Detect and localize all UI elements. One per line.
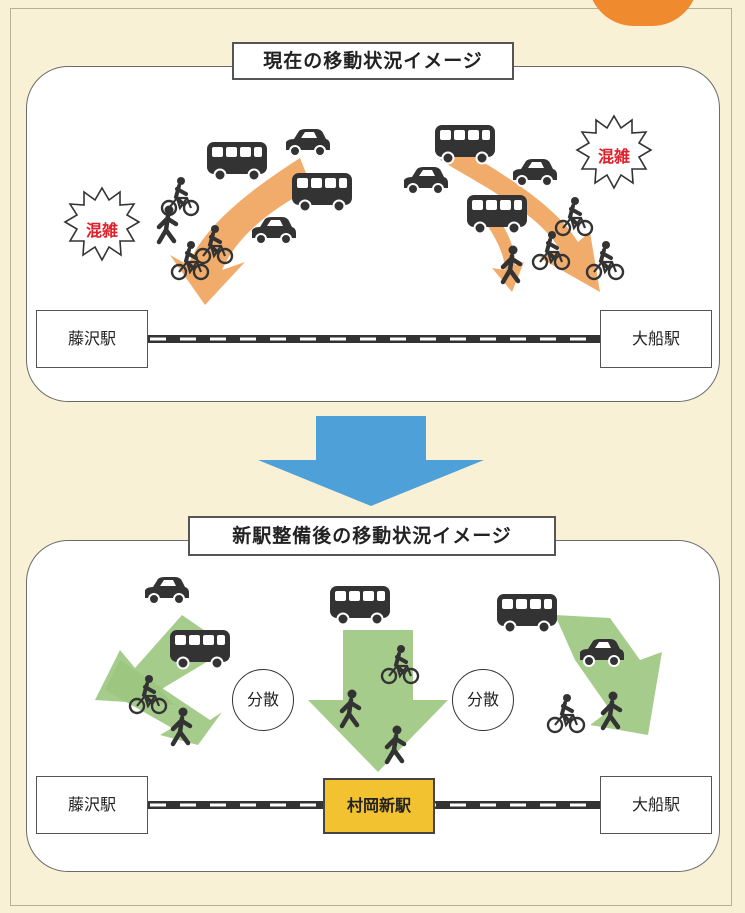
disperse-badge-left: 分散 xyxy=(232,669,294,731)
congestion-label-left: 混雑 xyxy=(85,221,118,240)
congestion-label-right: 混雑 xyxy=(597,147,630,166)
bus-icon xyxy=(329,585,391,626)
railway-line-top xyxy=(148,335,600,343)
car-icon xyxy=(403,166,449,195)
bus-icon xyxy=(496,593,558,634)
bus-icon xyxy=(206,141,268,182)
green-arrow-center xyxy=(308,630,448,772)
car-icon xyxy=(144,576,190,605)
outer-frame xyxy=(10,8,732,906)
green-arrow-right xyxy=(555,615,662,735)
station-ofuna-top: 大船駅 xyxy=(600,310,712,368)
station-fujisawa-top: 藤沢駅 xyxy=(36,310,148,368)
station-muraoka-new: 村岡新駅 xyxy=(323,778,435,834)
disperse-badge-right: 分散 xyxy=(452,669,514,731)
car-icon xyxy=(512,158,558,187)
station-fujisawa-bottom: 藤沢駅 xyxy=(36,776,148,834)
bus-icon xyxy=(291,172,353,213)
station-ofuna-bottom: 大船駅 xyxy=(600,776,712,834)
future-situation-heading: 新駅整備後の移動状況イメージ xyxy=(188,516,556,556)
down-arrow-icon xyxy=(258,416,484,506)
car-icon xyxy=(285,128,331,157)
bicycle-icon xyxy=(546,692,586,734)
current-situation-heading: 現在の移動状況イメージ xyxy=(232,42,514,80)
